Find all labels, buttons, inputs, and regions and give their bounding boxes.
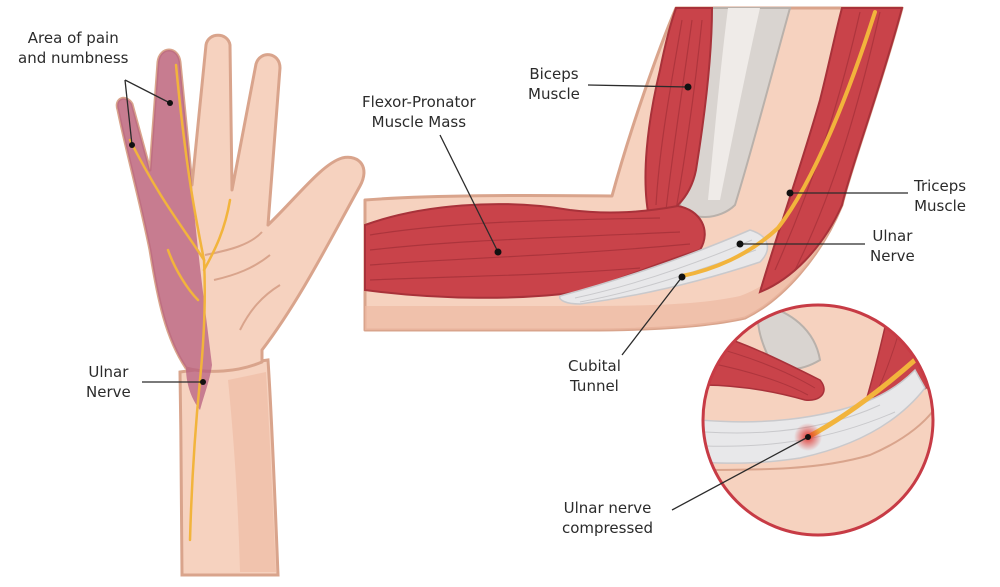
label-area-of-pain-line-2: and numbness (18, 49, 129, 67)
label-ulnar-nerve-compressed: Ulnar nerve compressed (562, 498, 653, 538)
arm-skin-shadow (365, 205, 842, 330)
dot-ulnar-elbow (736, 240, 744, 248)
hand-nerve-main (188, 258, 207, 542)
label-biceps-muscle-line-2: Muscle (528, 85, 580, 103)
label-flexor-pronator-line-2: Muscle Mass (371, 113, 467, 131)
biceps-fiber-3 (675, 19, 703, 211)
label-flexor-pronator-line-1: Flexor-Pronator (362, 93, 476, 111)
pointer-flexor (439, 134, 499, 253)
tendon-band (558, 229, 769, 305)
pointer-cubital (621, 276, 683, 356)
flexor-fiber-1 (369, 217, 661, 236)
biceps-fiber-2 (665, 19, 693, 211)
label-biceps-muscle-line-1: Biceps (529, 65, 579, 83)
label-area-of-pain: Area of pain and numbness (18, 28, 129, 68)
dot-compressed (805, 434, 811, 440)
hand-nerve-branch-3 (166, 248, 200, 302)
flexor-fiber-2 (369, 231, 681, 251)
label-triceps-muscle: Triceps Muscle (914, 176, 966, 216)
dot-pain-1 (129, 142, 135, 148)
pointer-pain-2 (124, 79, 171, 104)
pointer-compressed (671, 436, 809, 511)
label-cubital-tunnel: Cubital Tunnel (568, 356, 621, 396)
hand-nerve-branch-2 (128, 138, 206, 262)
label-triceps-muscle-line-2: Muscle (914, 197, 967, 215)
label-ulnar-nerve-elbow-line-2: Nerve (870, 247, 915, 265)
inset-tendon-band (703, 368, 926, 464)
arm-ulnar-nerve (680, 10, 877, 278)
humerus-highlight (708, 8, 760, 200)
label-ulnar-nerve-elbow-line-1: Ulnar (872, 227, 913, 245)
inset-skin-lower (703, 399, 933, 535)
tendon-line-1 (574, 239, 753, 299)
palm-crease-2 (213, 254, 271, 281)
hand-nerve-branch-4 (202, 198, 232, 272)
label-flexor-pronator: Flexor-Pronator Muscle Mass (362, 92, 476, 132)
thumb-crease (239, 284, 281, 331)
dot-flexor (494, 248, 502, 256)
dot-ulnar-hand (200, 379, 206, 385)
flexor-fiber-3 (369, 243, 691, 266)
forearm-shadow (228, 372, 276, 572)
label-biceps-muscle: Biceps Muscle (528, 64, 580, 104)
dot-biceps (684, 83, 692, 91)
biceps-fiber-1 (655, 19, 683, 206)
inset-muscle-upper (703, 329, 825, 401)
arm-illustration (363, 6, 904, 332)
triceps-fiber-2 (794, 11, 881, 271)
label-area-of-pain-line-1: Area of pain (27, 29, 119, 47)
label-ulnar-nerve-compressed-line-2: compressed (562, 519, 654, 537)
label-ulnar-nerve-compressed-line-1: Ulnar nerve (563, 499, 652, 517)
flexor-pronator-muscle-shape (364, 203, 706, 299)
label-ulnar-nerve-hand: Ulnar Nerve (86, 362, 131, 402)
inset-magnified (701, 303, 935, 537)
affected-area (117, 50, 212, 410)
pointer-biceps (587, 84, 689, 88)
label-cubital-tunnel-line-2: Tunnel (570, 377, 619, 395)
dot-pain-2 (167, 100, 173, 106)
flexor-fiber-4 (369, 267, 641, 281)
hand-illustration (115, 33, 366, 577)
pointer-pain-1 (124, 79, 133, 146)
inset-border (701, 303, 935, 537)
dot-cubital (678, 273, 686, 281)
label-ulnar-nerve-hand-line-2: Nerve (86, 383, 131, 401)
dot-triceps (786, 189, 794, 197)
label-triceps-muscle-line-1: Triceps (914, 177, 967, 195)
label-ulnar-nerve-hand-line-1: Ulnar (88, 363, 129, 381)
hand-nerve-branch-1 (174, 63, 206, 262)
label-ulnar-nerve-elbow: Ulnar Nerve (870, 226, 915, 266)
label-cubital-tunnel-line-1: Cubital (568, 357, 621, 375)
